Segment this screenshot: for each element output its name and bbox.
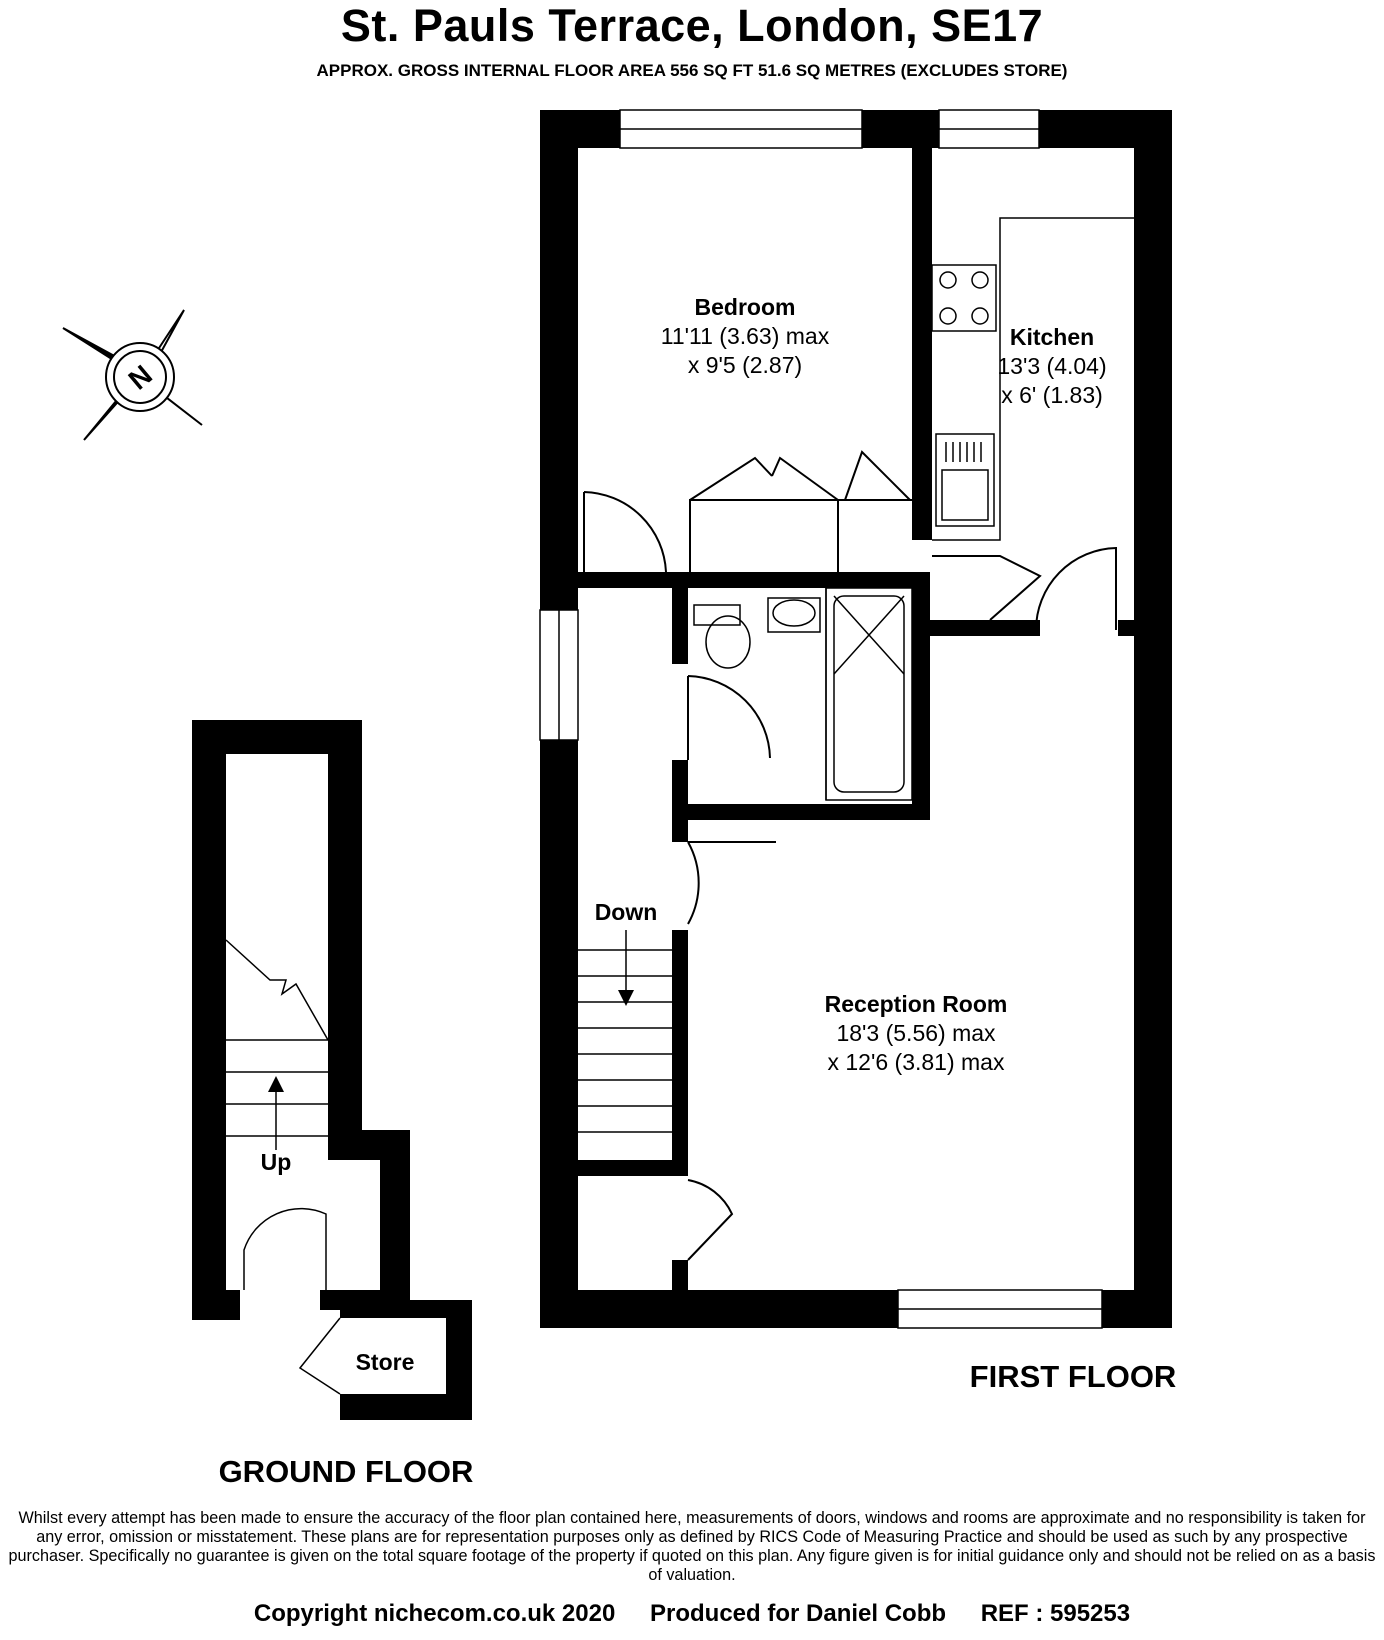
first-floor-windows [539,109,1103,1329]
room-dim-bedroom-1: 11'11 (3.63) max [661,323,830,349]
page-title: St. Pauls Terrace, London, SE17 [340,0,1044,51]
room-name-bedroom: Bedroom [695,294,796,320]
floor-area-subtitle: APPROX. GROSS INTERNAL FLOOR AREA 556 SQ… [316,61,1068,80]
stairs-down-label: Down [595,899,658,925]
footer-produced-for: Produced for Daniel Cobb [650,1600,947,1627]
room-dim-kitchen-1: 13'3 (4.04) [997,353,1106,379]
ground-floor-walls [192,720,472,1420]
down-arrow-icon [618,990,634,1006]
room-dim-reception-1: 18'3 (5.56) max [836,1020,996,1046]
room-dim-bedroom-2: x 9'5 (2.87) [688,352,802,378]
room-dim-kitchen-2: x 6' (1.83) [1001,382,1103,408]
bathroom-fittings [693,587,913,801]
ground-floor-label: GROUND FLOOR [219,1454,474,1489]
first-floor-label: FIRST FLOOR [970,1359,1177,1394]
footer: Copyright nichecom.co.uk 2020 Produced f… [0,1600,1384,1628]
footer-reference: REF : 595253 [980,1600,1131,1627]
floor-plan-drawing: N [62,109,1177,1489]
up-staircase [225,939,341,1395]
room-dim-reception-2: x 12'6 (3.81) max [828,1049,1005,1075]
room-name-reception: Reception Room [825,991,1008,1017]
room-name-kitchen: Kitchen [1010,324,1094,350]
up-arrow-icon [268,1076,284,1092]
first-floor-doors [583,491,1117,1261]
stairs-up-label: Up [261,1149,292,1175]
bedroom-wardrobes [689,450,912,572]
compass-north-icon: N [62,309,203,441]
footer-copyright: Copyright nichecom.co.uk 2020 [253,1600,616,1627]
kitchen-units [931,217,1134,541]
down-staircase [578,930,672,1133]
first-floor-walls [540,110,1172,1328]
disclaimer-text: Whilst every attempt has been made to en… [8,1509,1376,1584]
room-name-store: Store [356,1349,415,1375]
